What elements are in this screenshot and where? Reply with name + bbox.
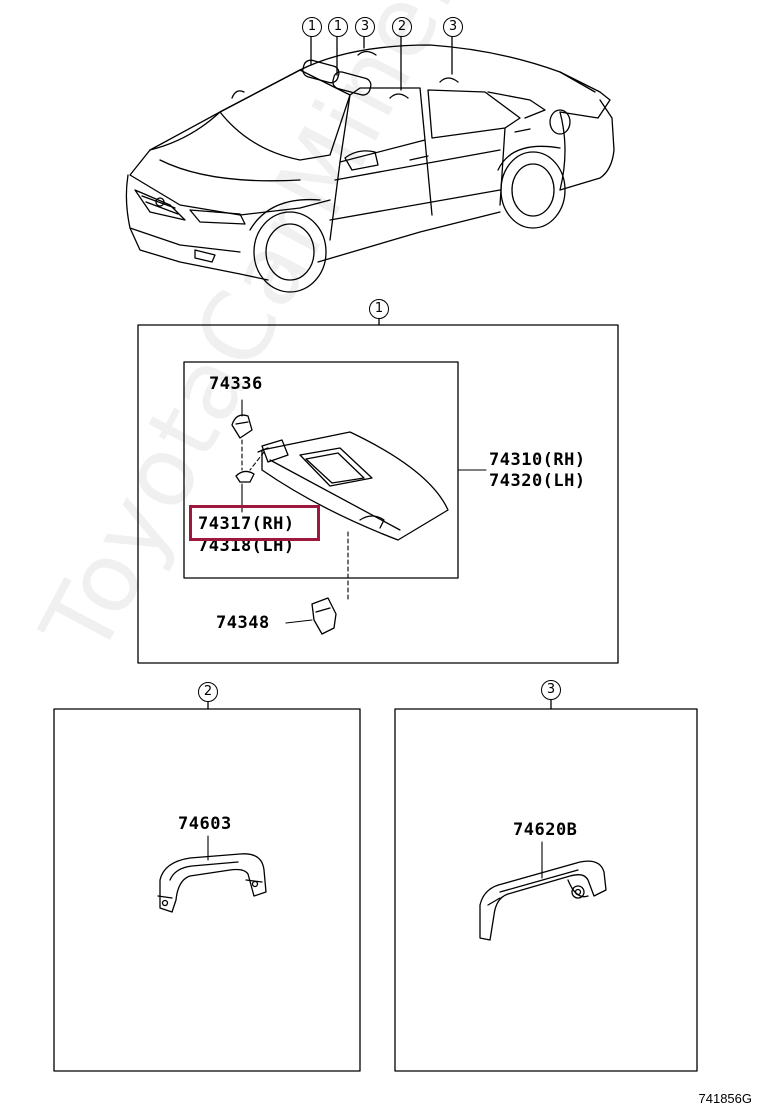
part-label-74317[interactable]: 74317(RH)	[198, 514, 295, 534]
callout-3-a: 3	[355, 17, 375, 37]
car-outline-icon	[125, 35, 615, 293]
section-2-callout: 2	[198, 682, 218, 702]
visor-holder-icon	[311, 597, 337, 635]
coat-hook-grip-icon	[479, 860, 607, 941]
section-3-callout: 3	[541, 680, 561, 700]
part-label-74320[interactable]: 74320(LH)	[489, 471, 586, 491]
visor-clip-icon	[231, 414, 253, 439]
section-1-frame	[137, 324, 619, 664]
part-label-74603[interactable]: 74603	[178, 814, 232, 834]
callout-2-a: 2	[392, 17, 412, 37]
visor-bushing-icon	[235, 470, 255, 483]
callout-3-b: 3	[443, 17, 463, 37]
sun-visor-icon	[257, 431, 449, 541]
selected-part-highlight	[189, 505, 320, 541]
part-label-74336[interactable]: 74336	[209, 374, 263, 394]
part-label-74310[interactable]: 74310(RH)	[489, 450, 586, 470]
part-label-74620B[interactable]: 74620B	[513, 820, 578, 840]
callout-1-a: 1	[302, 17, 322, 37]
section-3-frame	[394, 708, 698, 1072]
assist-grip-icon	[157, 853, 267, 913]
part-label-74318[interactable]: 74318(LH)	[198, 536, 295, 556]
section-2-frame	[53, 708, 361, 1072]
callout-1-b: 1	[328, 17, 348, 37]
part-label-74348[interactable]: 74348	[216, 613, 270, 633]
section-1-callout: 1	[369, 299, 389, 319]
illustration-code: 741856G	[698, 1091, 753, 1106]
